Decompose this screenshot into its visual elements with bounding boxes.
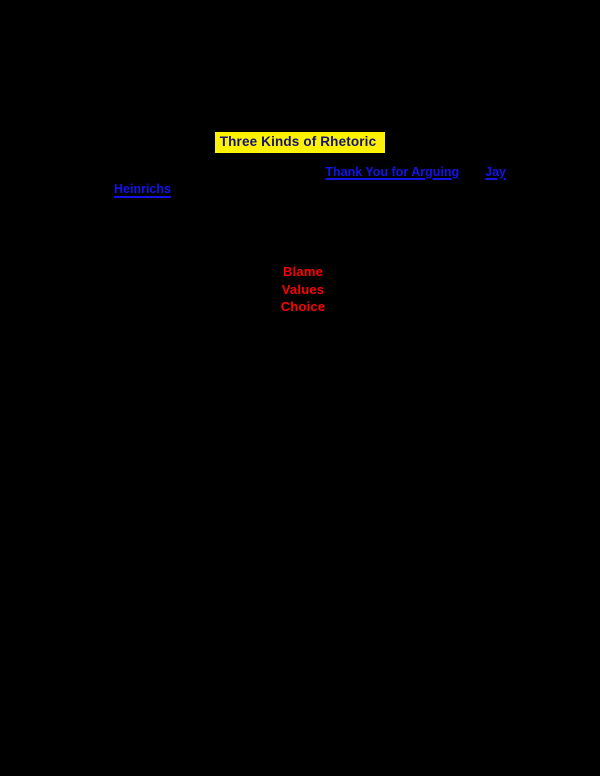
reference-link-line-2: Heinrichs [114, 181, 171, 197]
rhetoric-kind-blame: Blame [282, 264, 324, 279]
reference-link-line-1: Thank You for Arguing Jay [114, 162, 506, 182]
author-first-name-link[interactable]: Jay [485, 165, 506, 179]
book-title-link[interactable]: Thank You for Arguing [325, 165, 460, 179]
author-last-name-link[interactable]: Heinrichs [114, 182, 171, 196]
rhetoric-kind-choice: Choice [280, 299, 326, 314]
rhetoric-kind-values: Values [281, 281, 325, 297]
page-title: Three Kinds of Rhetoric [0, 132, 600, 153]
rhetoric-kinds-list: Blame Values Choice [0, 263, 600, 316]
page-title-highlight: Three Kinds of Rhetoric [214, 132, 386, 153]
